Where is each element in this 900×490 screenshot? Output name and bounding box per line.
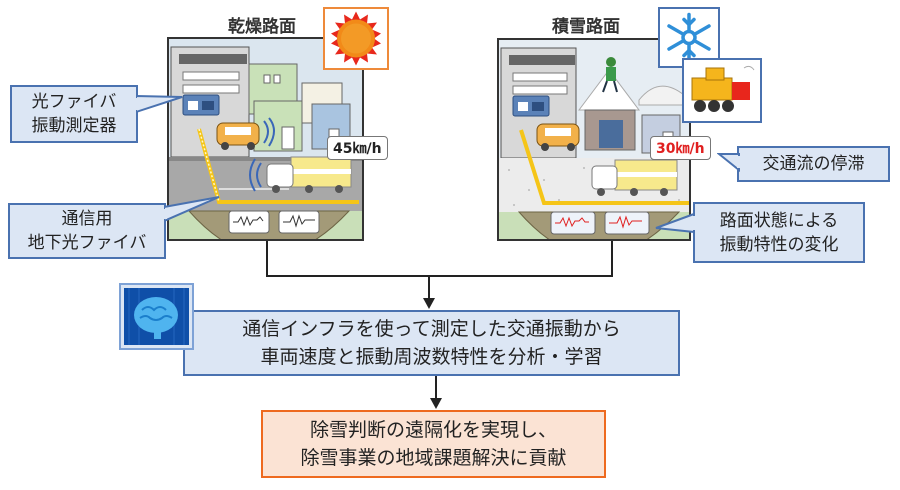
- dry-speed-label: 45㎞/h: [327, 136, 388, 160]
- dry-road-title: 乾燥路面: [228, 17, 296, 37]
- connector-down-2: [435, 376, 437, 399]
- connector-down-1: [428, 277, 430, 299]
- sun-icon: [323, 7, 389, 70]
- snowflake-icon: [658, 7, 720, 68]
- connector-horizontal: [266, 275, 613, 277]
- car: [536, 123, 580, 151]
- underground-fiber-callout: 通信用 地下光ファイバ: [8, 203, 166, 259]
- truck: [249, 156, 352, 193]
- vibration-change-callout: 路面状態による 振動特性の変化: [693, 202, 865, 263]
- car: [216, 117, 275, 150]
- callout-line: 交通流の停滞: [762, 154, 865, 174]
- snow-road-scene: [497, 38, 691, 241]
- result-box: 除雪判断の遠隔化を実現し、 除雪事業の地域課題解決に貢献: [261, 410, 606, 478]
- snow-house: [578, 57, 640, 151]
- connector-right: [611, 241, 613, 277]
- traffic-callout-pointer: [717, 153, 741, 173]
- fiber-device-callout: 光ファイバ 振動測定器: [10, 85, 138, 143]
- analysis-box: 通信インフラを使って測定した交通振動から 車両速度と振動周波数特性を分析・学習: [183, 310, 680, 376]
- snowplow-icon: [682, 58, 762, 123]
- dry-road-illustration: [169, 39, 362, 239]
- fiber-vibration-device: [512, 95, 550, 117]
- waveform-1: [550, 211, 596, 235]
- analysis-line: 通信インフラを使って測定した交通振動から: [242, 318, 621, 340]
- arrow-down-2: [430, 398, 442, 409]
- snow-road-title: 積雪路面: [552, 17, 620, 37]
- callout-line: 路面状態による: [719, 210, 839, 231]
- callout-line: 光ファイバ: [31, 92, 117, 112]
- waveform-2: [604, 211, 650, 235]
- waveform-2: [278, 210, 320, 234]
- callout-line: 通信用: [61, 209, 113, 229]
- arrow-down-1: [423, 298, 435, 309]
- traffic-stagnation-callout: 交通流の停滞: [737, 146, 890, 182]
- analysis-line: 車両速度と振動周波数特性を分析・学習: [260, 346, 603, 368]
- fiber-cable: [519, 129, 689, 205]
- waveform-1: [228, 210, 270, 234]
- snow-speed-label: 30㎞/h: [650, 136, 711, 160]
- callout-line: 地下光ファイバ: [27, 233, 147, 253]
- truck: [591, 159, 678, 196]
- callout-line: 振動特性の変化: [719, 234, 839, 255]
- result-line: 除雪事業の地域課題解決に貢献: [300, 447, 567, 469]
- ai-brain-icon: [119, 283, 194, 350]
- dry-road-scene: [167, 37, 364, 241]
- device-callout-pointer: [136, 94, 183, 114]
- snow-road-illustration: [499, 40, 689, 239]
- result-line: 除雪判断の遠隔化を実現し、: [309, 419, 557, 441]
- fiber-vibration-device: [182, 94, 220, 116]
- connector-left: [266, 241, 268, 277]
- houses: [248, 63, 351, 152]
- fiber-callout-pointer: [164, 196, 220, 223]
- callout-line: 振動測定器: [31, 116, 117, 136]
- vibration-callout-pointer: [655, 212, 696, 234]
